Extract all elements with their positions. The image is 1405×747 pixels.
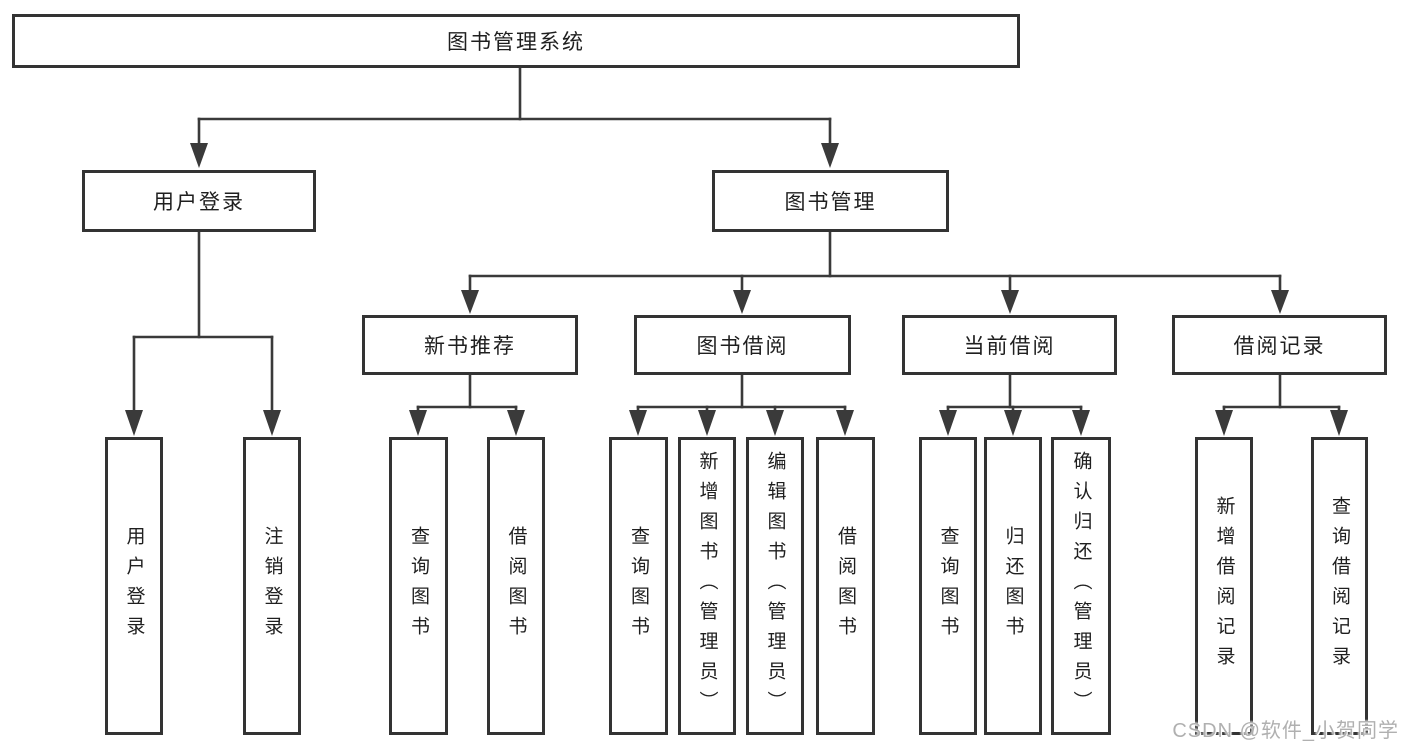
node-label: 当前借阅 bbox=[963, 335, 1056, 358]
node-label: 用户登录 bbox=[153, 191, 245, 214]
node-label: 借阅图书 bbox=[505, 526, 527, 646]
node-label: 查询借阅记录 bbox=[1329, 496, 1350, 676]
leaf-add-books-admin: 新增图书（管理员） bbox=[678, 437, 736, 735]
node-current-borrowing: 当前借阅 bbox=[902, 315, 1117, 375]
node-book-management: 图书管理 bbox=[712, 170, 949, 232]
leaf-borrowing-query-books: 查询图书 bbox=[609, 437, 668, 735]
node-new-book-recommendation: 新书推荐 bbox=[362, 315, 578, 375]
node-library-management-system: 图书管理系统 bbox=[12, 14, 1020, 68]
node-label: 借阅图书 bbox=[835, 526, 856, 646]
leaf-confirm-return-admin: 确认归还（管理员） bbox=[1051, 437, 1111, 735]
node-label: 归还图书 bbox=[1002, 526, 1024, 646]
node-label: 用户登录 bbox=[123, 526, 145, 646]
node-label: 图书借阅 bbox=[696, 335, 789, 358]
node-label: 新增借阅记录 bbox=[1213, 496, 1235, 676]
node-label: 借阅记录 bbox=[1233, 335, 1326, 358]
node-label: 图书管理系统 bbox=[447, 31, 585, 54]
node-label: 新增图书（管理员） bbox=[696, 451, 718, 721]
leaf-edit-books-admin: 编辑图书（管理员） bbox=[746, 437, 804, 735]
leaf-logout: 注销登录 bbox=[243, 437, 301, 735]
node-label: 注销登录 bbox=[261, 526, 283, 646]
leaf-recommend-query-books: 查询图书 bbox=[389, 437, 448, 735]
node-label: 查询图书 bbox=[628, 526, 649, 646]
leaf-return-books: 归还图书 bbox=[984, 437, 1042, 735]
node-label: 查询图书 bbox=[937, 526, 959, 646]
node-book-borrowing: 图书借阅 bbox=[634, 315, 851, 375]
node-label: 编辑图书（管理员） bbox=[764, 451, 786, 721]
arrowheads bbox=[125, 143, 1348, 436]
csdn-watermark: CSDN @软件_小贺同学 bbox=[1172, 720, 1399, 742]
node-borrowing-records: 借阅记录 bbox=[1172, 315, 1387, 375]
node-label: 确认归还（管理员） bbox=[1070, 451, 1092, 721]
node-label: 新书推荐 bbox=[424, 335, 516, 358]
leaf-borrow-books: 借阅图书 bbox=[816, 437, 875, 735]
node-user-login: 用户登录 bbox=[82, 170, 316, 232]
node-label: 图书管理 bbox=[784, 191, 877, 214]
leaf-add-borrowing-record: 新增借阅记录 bbox=[1195, 437, 1253, 735]
leaf-query-borrowing-record: 查询借阅记录 bbox=[1311, 437, 1368, 735]
leaf-current-query-books: 查询图书 bbox=[919, 437, 977, 735]
leaf-user-login: 用户登录 bbox=[105, 437, 163, 735]
leaf-recommend-borrow-books: 借阅图书 bbox=[487, 437, 545, 735]
node-label: 查询图书 bbox=[408, 526, 429, 646]
